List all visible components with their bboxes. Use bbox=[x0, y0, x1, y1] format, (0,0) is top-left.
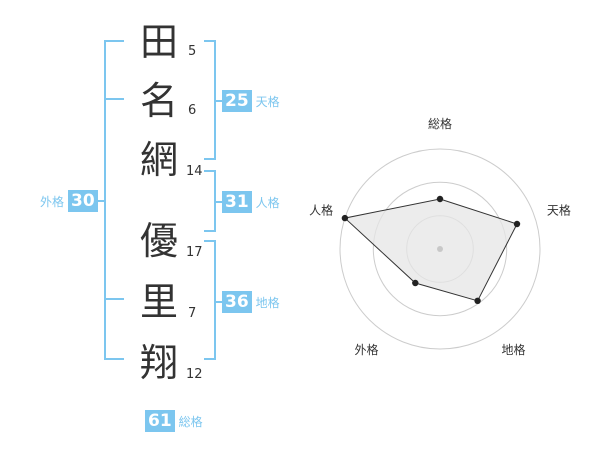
gaikaku-value: 30 bbox=[68, 190, 98, 212]
radar-grid-ring-2 bbox=[372, 181, 508, 317]
gaikaku-bracket-bottom bbox=[104, 358, 124, 360]
kanji-5: 里 bbox=[139, 280, 178, 324]
gaikaku-tick-1 bbox=[104, 98, 124, 100]
stroke-count-3: 14 bbox=[186, 164, 203, 179]
radar-data-polygon bbox=[343, 198, 518, 302]
jinkaku-label: 人格 bbox=[255, 195, 280, 210]
stroke-count-4: 17 bbox=[186, 245, 203, 260]
jinkaku-bracket-bottom bbox=[204, 230, 216, 232]
tenkaku-connector bbox=[214, 100, 222, 102]
kanji-1: 田 bbox=[139, 20, 178, 64]
tenkaku-bracket-top bbox=[204, 40, 216, 42]
chikaku-bracket-top bbox=[204, 240, 216, 242]
radar-axis-label-3: 地格 bbox=[501, 342, 525, 357]
soukaku-score: 61 総格 bbox=[145, 410, 203, 432]
stroke-count-1: 5 bbox=[188, 44, 197, 59]
chikaku-bracket-spine bbox=[214, 240, 216, 360]
radar-point-4 bbox=[412, 279, 419, 287]
tenkaku-score: 25 天格 bbox=[222, 90, 280, 112]
jinkaku-connector bbox=[214, 201, 222, 203]
radar-center-dot bbox=[437, 246, 443, 252]
chikaku-value: 36 bbox=[222, 291, 252, 313]
chikaku-connector bbox=[214, 301, 222, 303]
radar-axis-label-5: 人格 bbox=[309, 202, 333, 217]
soukaku-label: 総格 bbox=[178, 414, 203, 429]
gaikaku-label: 外格 bbox=[40, 194, 65, 209]
radar-axis-label-1: 総格 bbox=[428, 116, 452, 131]
radar-axis-label-2: 天格 bbox=[547, 202, 571, 217]
jinkaku-bracket-top bbox=[204, 170, 216, 172]
gaikaku-bracket-spine bbox=[104, 40, 106, 360]
radar-point-2 bbox=[513, 220, 521, 228]
gaikaku-connector bbox=[96, 200, 104, 202]
gaikaku-bracket-top bbox=[104, 40, 124, 42]
tenkaku-bracket-bottom bbox=[204, 158, 216, 160]
radar-grid-ring-3 bbox=[339, 148, 541, 350]
radar-point-3 bbox=[474, 297, 481, 304]
stroke-count-5: 7 bbox=[188, 306, 197, 321]
kanji-6: 翔 bbox=[139, 341, 178, 385]
soukaku-value: 61 bbox=[145, 410, 175, 432]
radar-point-5 bbox=[341, 214, 349, 222]
stroke-count-2: 6 bbox=[188, 103, 197, 118]
jinkaku-score: 31 人格 bbox=[222, 191, 280, 213]
tenkaku-label: 天格 bbox=[255, 94, 280, 109]
chikaku-bracket-bottom bbox=[204, 358, 216, 360]
kanji-3: 網 bbox=[139, 138, 178, 182]
jinkaku-value: 31 bbox=[222, 191, 252, 213]
gaikaku-score: 外格 30 bbox=[40, 190, 98, 212]
chikaku-score: 36 地格 bbox=[222, 291, 280, 313]
stroke-count-6: 12 bbox=[186, 367, 203, 382]
chikaku-label: 地格 bbox=[255, 295, 280, 310]
kanji-4: 優 bbox=[139, 219, 178, 263]
kanji-2: 名 bbox=[139, 79, 178, 123]
gaikaku-tick-2 bbox=[104, 298, 124, 300]
tenkaku-value: 25 bbox=[222, 90, 252, 112]
radar-axis-label-4: 外格 bbox=[354, 342, 378, 357]
radar-point-1 bbox=[436, 195, 444, 203]
